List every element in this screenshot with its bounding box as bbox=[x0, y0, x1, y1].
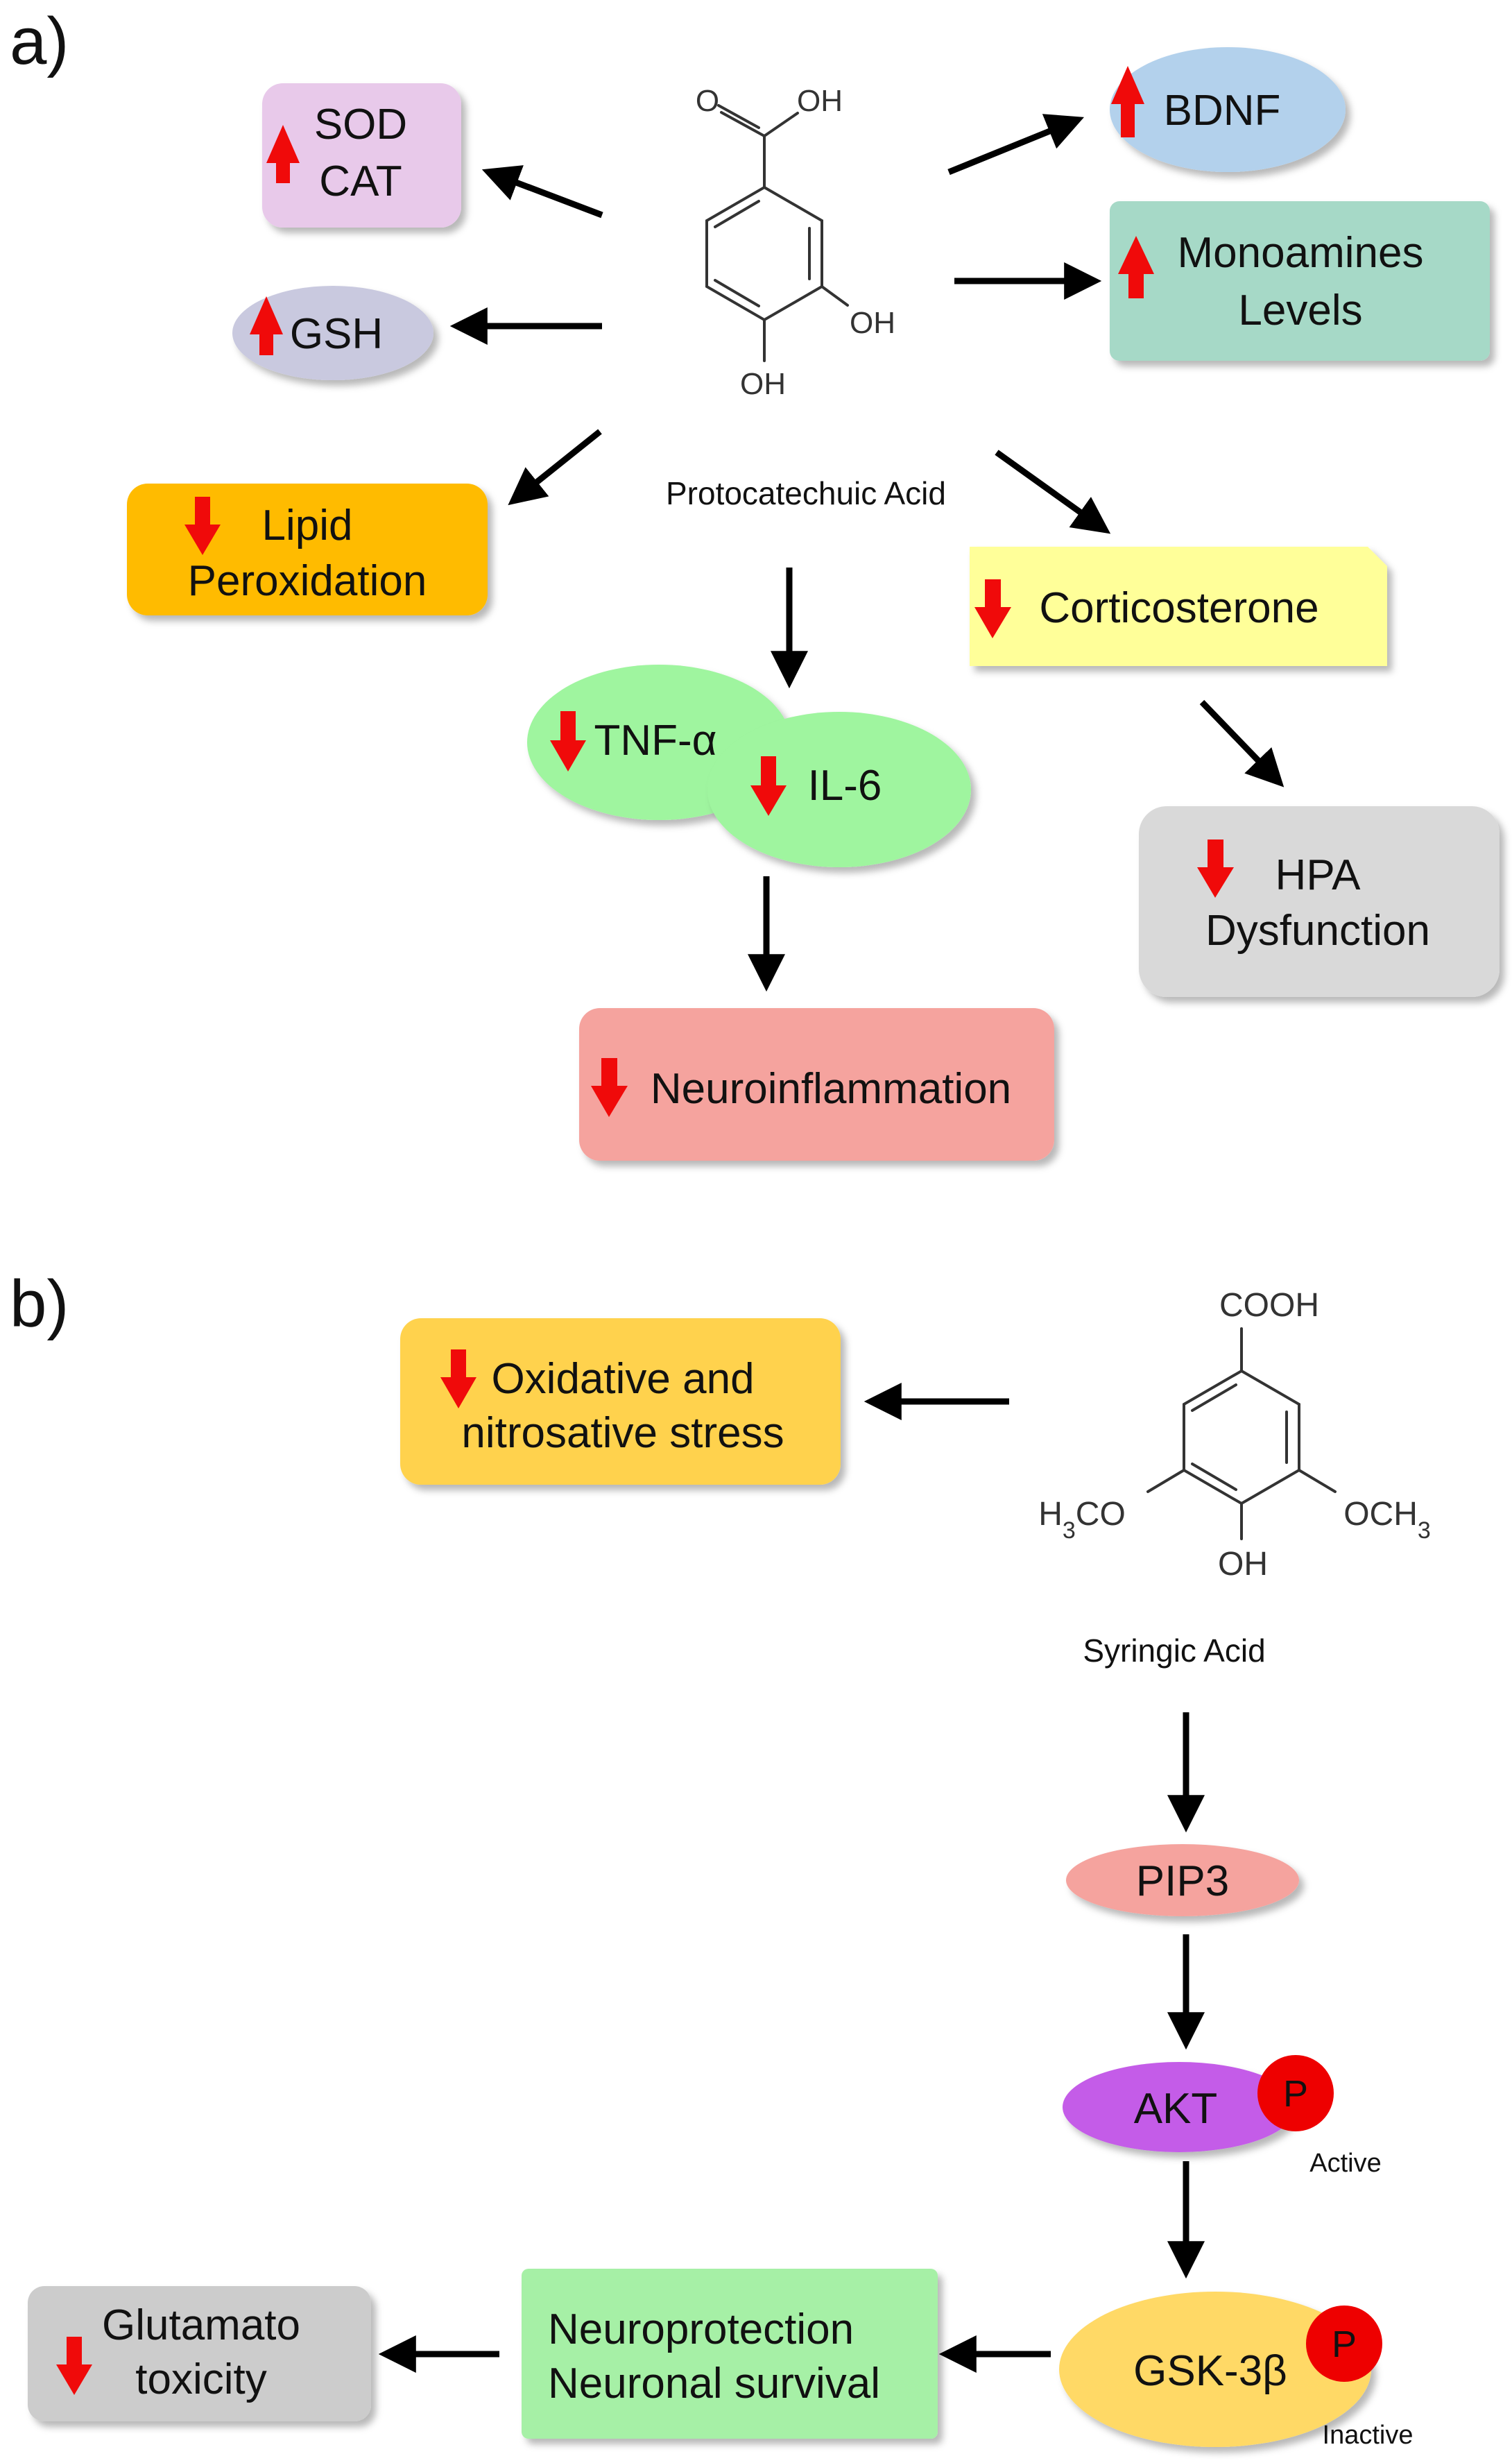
pip3-node: PIP3 bbox=[1066, 1844, 1299, 1916]
il6-node bbox=[707, 712, 971, 867]
peroxidation-label: Peroxidation bbox=[188, 557, 427, 605]
sod-cat-node: SOD CAT bbox=[262, 83, 461, 228]
glutamato-toxicity-node: Glutamato toxicity bbox=[28, 2286, 371, 2421]
protocatechuic-acid-label: Protocatechuic Acid bbox=[666, 475, 946, 511]
panel-b-label: b) bbox=[10, 1267, 69, 1341]
down-arrow-icon bbox=[1197, 840, 1234, 898]
sod-label: SOD bbox=[314, 101, 407, 148]
monoamines-label: Monoamines bbox=[1178, 229, 1424, 277]
panel-b-connectors bbox=[378, 1383, 1205, 2373]
akt-label: AKT bbox=[1134, 2085, 1218, 2133]
protocatechuic-acid-structure: O OH OH OH bbox=[696, 84, 895, 401]
panel-a: a) O OH OH OH Protocatechuic Acid SOD CA… bbox=[10, 4, 1500, 1161]
down-arrow-icon bbox=[750, 756, 787, 816]
akt-node: AKT P Active bbox=[1063, 2055, 1382, 2178]
syringic-acid-structure: COOH H3CO OCH3 OH bbox=[1038, 1287, 1431, 1583]
panel-b: b) COOH H3CO OCH3 OH Syringic Acid Oxida… bbox=[10, 1267, 1431, 2450]
down-arrow-icon bbox=[56, 2337, 92, 2395]
gsh-label: GSH bbox=[290, 310, 383, 358]
toxicity-label: toxicity bbox=[135, 2355, 266, 2403]
mol-a-o-label: O bbox=[696, 84, 719, 118]
gsh-node: GSH bbox=[232, 286, 433, 380]
cat-label: CAT bbox=[319, 157, 402, 205]
mol-b-oh-label: OH bbox=[1218, 1546, 1268, 1583]
oxidative-stress-node: Oxidative and nitrosative stress bbox=[400, 1318, 841, 1485]
up-arrow-icon bbox=[266, 125, 300, 183]
il6-label: IL-6 bbox=[808, 762, 882, 810]
hpa-label: HPA bbox=[1275, 851, 1361, 899]
gsk3b-phosphate-badge bbox=[1306, 2306, 1382, 2382]
gsk3b-p-label: P bbox=[1332, 2324, 1357, 2365]
neuronal-survival-label: Neuronal survival bbox=[548, 2360, 880, 2407]
mol-a-oh-top-label: OH bbox=[797, 84, 843, 118]
monoamines-node: Monoamines Levels bbox=[1110, 201, 1490, 361]
panel-a-label: a) bbox=[10, 4, 69, 78]
neuroprotection-label: Neuroprotection bbox=[548, 2306, 854, 2353]
oxidative-label: Oxidative and bbox=[491, 1355, 754, 1403]
tnf-label: TNF-α bbox=[594, 717, 716, 765]
bdnf-label: BDNF bbox=[1164, 87, 1281, 135]
neuroprotection-node: Neuroprotection Neuronal survival bbox=[522, 2269, 938, 2439]
gsk3b-node: GSK-3β P Inactive bbox=[1059, 2292, 1413, 2450]
corticosterone-node: Corticosterone bbox=[970, 547, 1387, 666]
neuroinflammation-label: Neuroinflammation bbox=[651, 1065, 1011, 1113]
mol-b-cooh-label: COOH bbox=[1219, 1287, 1319, 1324]
bdnf-node: BDNF bbox=[1110, 47, 1346, 172]
gsk3b-state-label: Inactive bbox=[1323, 2421, 1414, 2450]
neuroinflammation-node: Neuroinflammation bbox=[579, 1008, 1054, 1161]
up-arrow-icon bbox=[1118, 236, 1154, 298]
akt-phosphate-badge bbox=[1257, 2055, 1334, 2131]
down-arrow-icon bbox=[974, 579, 1011, 638]
levels-label: Levels bbox=[1238, 287, 1362, 334]
hpa-dysfunction-node: HPA Dysfunction bbox=[1139, 806, 1500, 997]
nitrosative-label: nitrosative stress bbox=[461, 1409, 784, 1457]
dysfunction-label: Dysfunction bbox=[1205, 907, 1430, 955]
up-arrow-icon bbox=[250, 296, 283, 355]
down-arrow-icon bbox=[440, 1349, 476, 1408]
mol-b-och3-label: OCH3 bbox=[1343, 1496, 1431, 1544]
akt-state-label: Active bbox=[1309, 2149, 1381, 2178]
syringic-acid-label: Syringic Acid bbox=[1083, 1633, 1265, 1669]
down-arrow-icon bbox=[591, 1058, 628, 1117]
down-arrow-icon bbox=[550, 711, 586, 772]
down-arrow-icon bbox=[184, 497, 221, 555]
panel-a-connectors bbox=[449, 114, 1285, 992]
lipid-peroxidation-node: Lipid Peroxidation bbox=[127, 484, 488, 615]
gsk3b-label: GSK-3β bbox=[1133, 2347, 1287, 2395]
lipid-label: Lipid bbox=[262, 502, 353, 549]
corticosterone-label: Corticosterone bbox=[1039, 584, 1318, 632]
glutamato-label: Glutamato bbox=[102, 2301, 300, 2349]
mol-a-oh-bottom-label: OH bbox=[740, 367, 786, 401]
akt-p-label: P bbox=[1283, 2073, 1308, 2115]
mol-a-oh-right-label: OH bbox=[850, 306, 895, 340]
up-arrow-icon bbox=[1111, 66, 1144, 137]
pip3-label: PIP3 bbox=[1136, 1857, 1229, 1905]
mol-b-h3co-label: H3CO bbox=[1038, 1496, 1126, 1544]
